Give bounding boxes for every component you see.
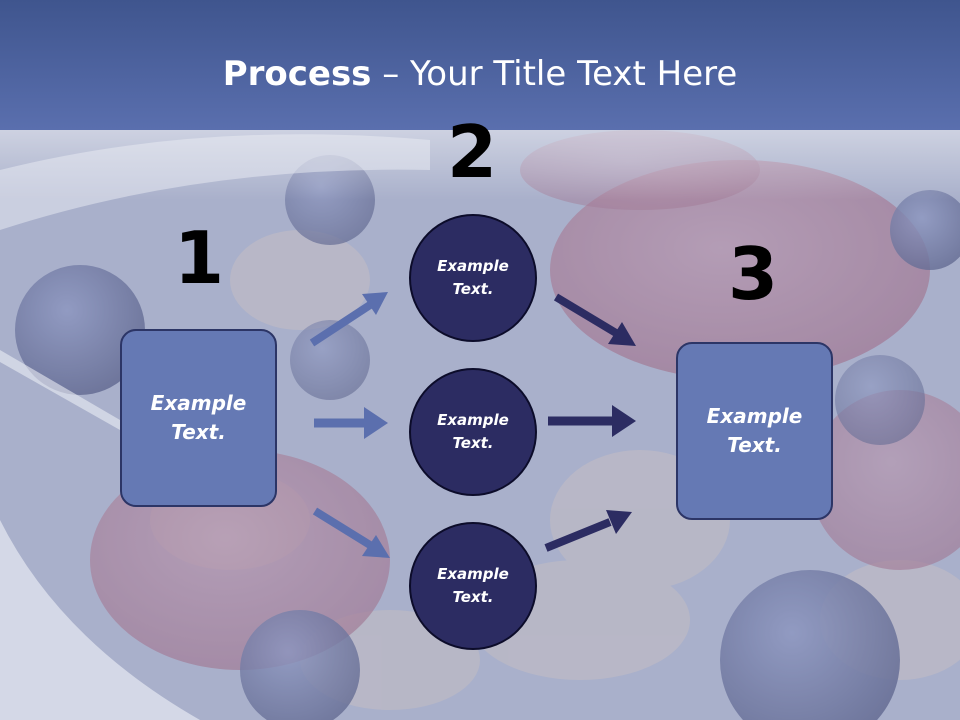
bottom-circle: Example Text. — [409, 522, 537, 650]
middle-circle-text: Example Text. — [437, 411, 509, 452]
middle-circle: Example Text. — [409, 368, 537, 496]
top-circle: Example Text. — [409, 214, 537, 342]
step-number-1: 1 — [173, 216, 225, 300]
step-number-2: 2 — [446, 110, 498, 194]
top-circle-text: Example Text. — [437, 257, 509, 298]
right-step-box: Example Text. — [676, 342, 833, 520]
step-number-3: 3 — [727, 232, 779, 316]
bottom-circle-text: Example Text. — [437, 565, 509, 606]
left-box-text: Example Text. — [150, 391, 247, 444]
title-bold: Process — [222, 54, 372, 94]
left-step-box: Example Text. — [120, 329, 277, 507]
title-rest: – Your Title Text Here — [371, 54, 738, 94]
slide-title: Process – Your Title Text Here — [0, 52, 960, 96]
right-box-text: Example Text. — [706, 404, 803, 457]
